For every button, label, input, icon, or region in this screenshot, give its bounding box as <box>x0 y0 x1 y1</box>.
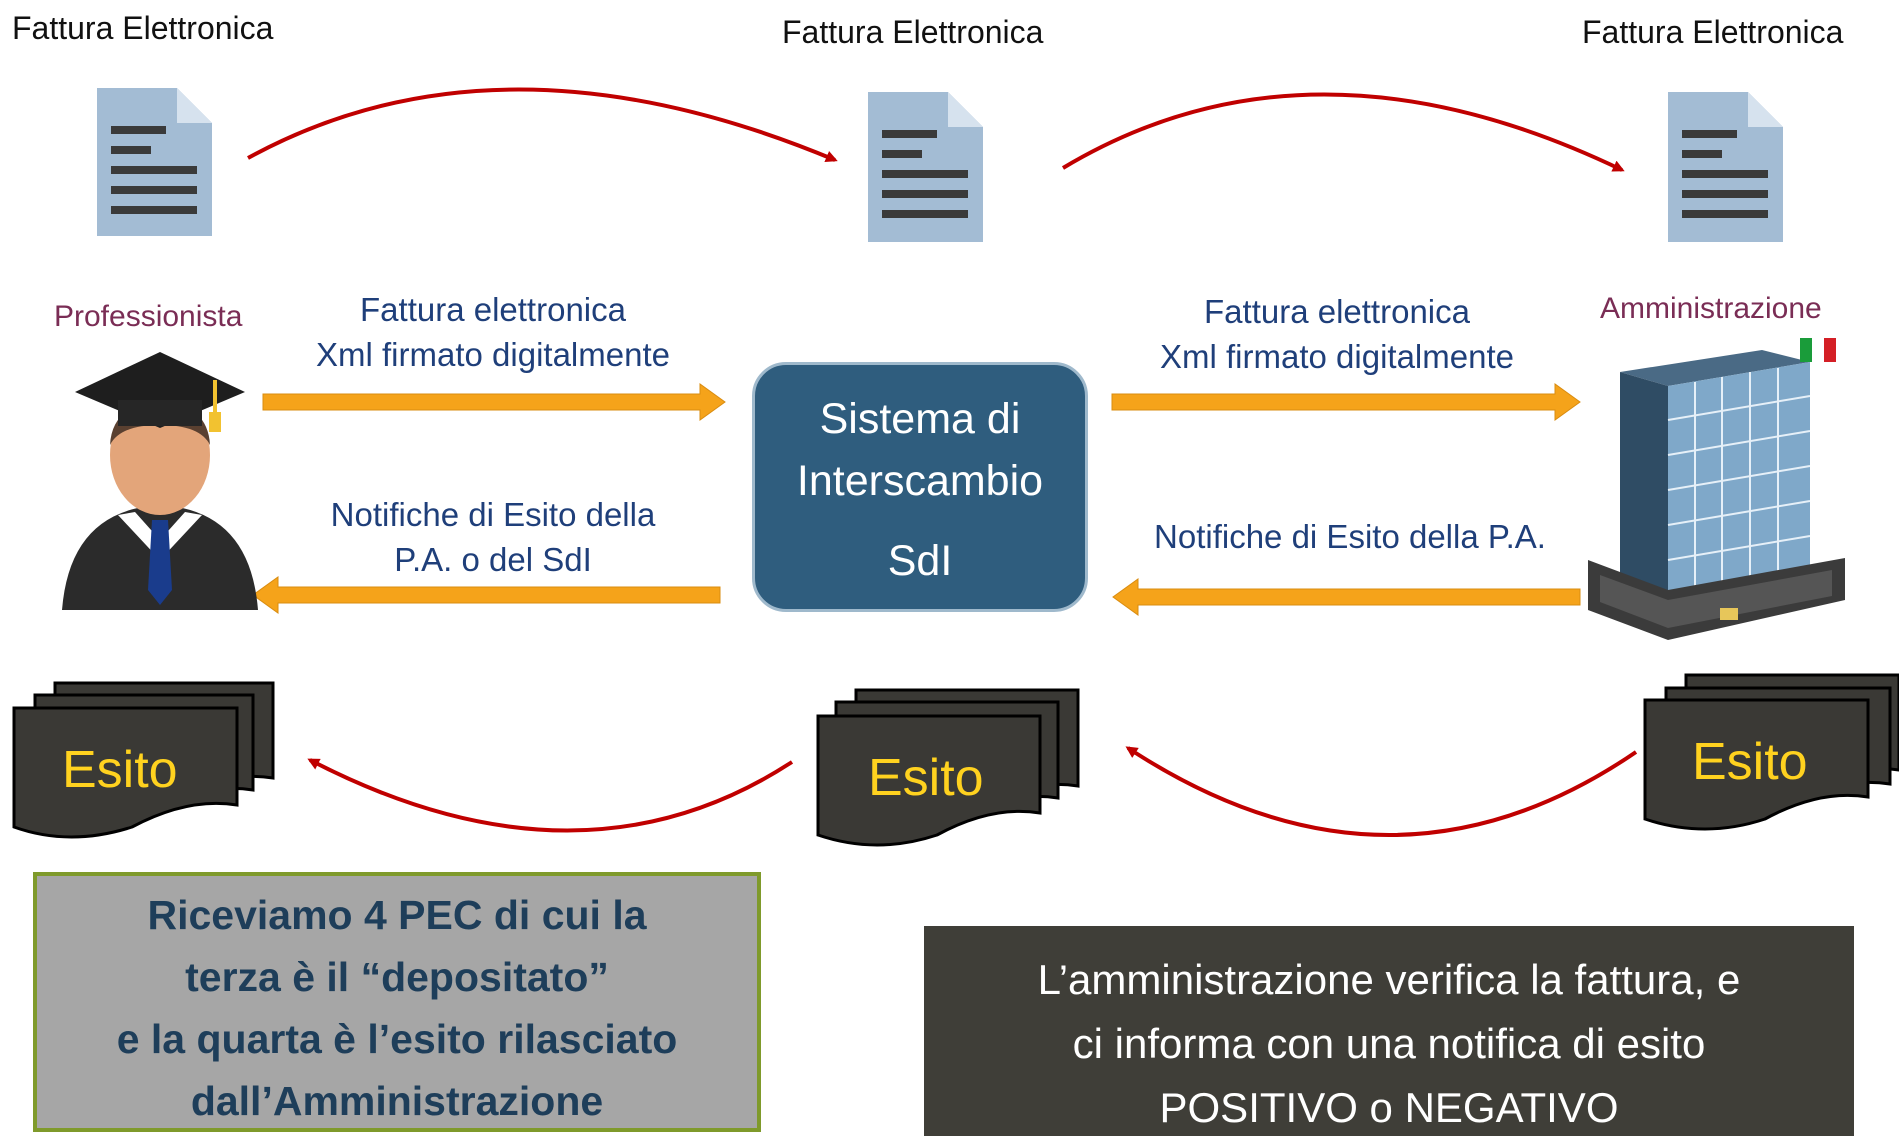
esito-text-right: Esito <box>1692 733 1808 791</box>
graduate-person-icon <box>62 352 258 610</box>
flow-label-right-forward-line2: Xml firmato digitalmente <box>1160 338 1514 375</box>
note-pec-line2: terza è il “depositato” <box>185 954 609 1000</box>
document-icon-left <box>97 88 212 236</box>
flow-label-left-back-line1: Notifiche di Esito della <box>330 496 656 533</box>
note-verifica-line3: POSITIVO o NEGATIVO <box>1159 1084 1619 1131</box>
red-arrow-bottom-right <box>1125 746 1638 837</box>
flow-label-left-forward-line2: Xml firmato digitalmente <box>316 336 670 373</box>
esito-stack-left <box>12 681 275 839</box>
note-pec-line3: e la quarta è l’esito rilasciato <box>116 1016 678 1062</box>
flow-label-left-back-line2: P.A. o del SdI <box>394 541 592 578</box>
note-verifica-line2: ci informa con una notifica di esito <box>1072 1020 1706 1067</box>
red-arrow-top-right <box>1061 92 1625 172</box>
document-icon-right <box>1668 92 1783 242</box>
document-title-left: Fattura Elettronica <box>12 10 274 46</box>
note-pec-line4: dall’Amministrazione <box>190 1078 604 1124</box>
actor-label-amministrazione: Amministrazione <box>1600 292 1822 325</box>
esito-stack-right <box>1643 673 1899 831</box>
note-box-verifica: L’amministrazione verifica la fattura, e… <box>924 926 1854 1136</box>
orange-arrow-right-forward <box>1111 383 1581 421</box>
flow-label-left-forward-line1: Fattura elettronica <box>360 291 626 328</box>
flow-label-left-back: Notifiche di Esito della P.A. o del SdI <box>268 492 718 582</box>
orange-arrow-right-back <box>1112 578 1581 616</box>
sdi-line2: Interscambio <box>796 457 1044 505</box>
sdi-line3: SdI <box>887 537 953 585</box>
flow-label-left-forward: Fattura elettronica Xml firmato digitalm… <box>268 287 718 377</box>
esito-stack-center <box>816 688 1080 847</box>
orange-arrow-left-back <box>252 576 721 614</box>
note-pec-line1: Riceviamo 4 PEC di cui la <box>147 892 647 938</box>
sdi-line1: Sistema di <box>819 395 1021 443</box>
red-arrow-bottom-left <box>307 758 794 833</box>
sdi-box: Sistema di Interscambio SdI <box>752 362 1088 612</box>
esito-text-left: Esito <box>62 741 178 799</box>
document-icon-center <box>868 92 983 242</box>
flow-label-right-forward-line1: Fattura elettronica <box>1204 293 1470 330</box>
red-arrow-top-left <box>247 87 838 163</box>
flow-label-right-back: Notifiche di Esito della P.A. <box>1154 518 1546 555</box>
actor-label-professionista: Professionista <box>54 300 243 333</box>
building-icon <box>1588 350 1845 640</box>
orange-arrow-left-forward <box>262 383 726 421</box>
document-title-center: Fattura Elettronica <box>782 14 1044 50</box>
esito-text-center: Esito <box>868 749 984 807</box>
italian-flag-icon <box>1800 338 1836 362</box>
note-verifica-line1: L’amministrazione verifica la fattura, e <box>1037 956 1741 1003</box>
flow-label-right-forward: Fattura elettronica Xml firmato digitalm… <box>1112 289 1562 379</box>
note-box-pec: Riceviamo 4 PEC di cui la terza è il “de… <box>33 872 761 1132</box>
document-title-right: Fattura Elettronica <box>1582 14 1844 50</box>
